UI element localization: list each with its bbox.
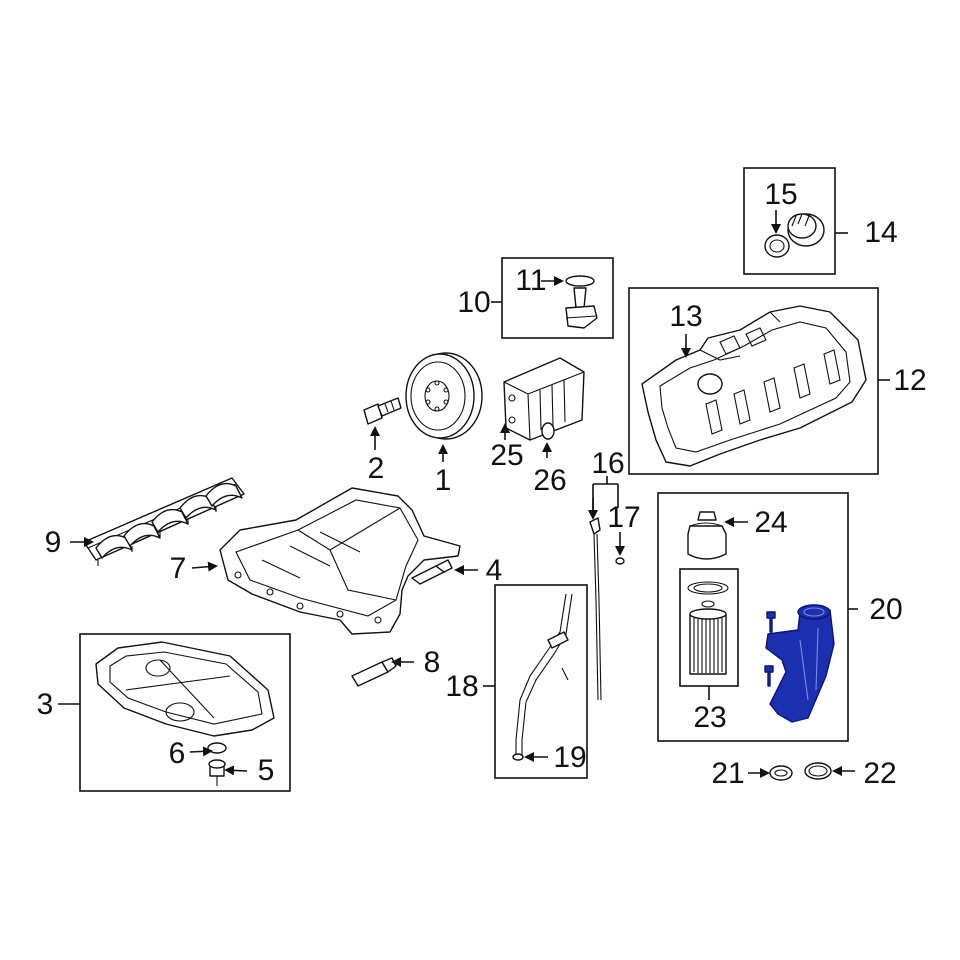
oil-filter-element-part [687,581,729,675]
callout-14: 14 [864,216,897,249]
callout-16: 16 [591,447,624,480]
callout-11: 11 [515,264,546,297]
group-box-12 [628,287,879,475]
callout-20: 20 [869,593,902,626]
group-box-20 [657,492,849,742]
oil-cooler-seal-part [541,422,555,440]
callout-5: 5 [258,754,275,787]
callout-24: 24 [754,506,787,539]
callout-17: 17 [607,501,640,534]
oil-cooler-part [503,357,585,441]
bearing-brace-part [83,477,245,566]
group-box-3 [79,633,291,792]
filter-housing-top-rim [797,604,831,620]
oil-level-sensor-part [565,275,598,329]
valve-cover-part [641,305,867,467]
callout-22: 22 [863,757,896,790]
lower-oil-pan-part [95,641,275,737]
dipstick-tube-part [515,593,573,756]
pulley-part [405,352,483,440]
group-box-14 [743,167,836,275]
filter-housing-bolt-lower [764,665,774,687]
pulley-bolt-part [363,397,402,425]
callout-7: 7 [170,552,187,585]
callout-12: 12 [893,364,926,397]
filter-housing-body [765,606,835,723]
callout-labels: 1 2 3 4 5 6 7 8 9 10 11 12 13 14 15 16 1… [37,178,927,790]
callout-1: 1 [435,464,452,497]
filter-housing-bolt-upper [766,611,776,633]
oil-filter-housing-part [764,604,835,723]
callout-9: 9 [45,526,62,559]
callout-6: 6 [169,737,186,770]
seal-22-part [804,762,832,780]
callout-23: 23 [693,701,726,734]
baffle-part [411,559,453,585]
dipstick-part [589,517,602,701]
callout-26: 26 [533,464,566,497]
callout-4: 4 [486,554,503,587]
callout-18: 18 [445,670,478,703]
upper-oil-pan-part [219,487,461,635]
seal-21-part [769,765,793,781]
group-box-10 [501,257,614,339]
callout-3: 3 [37,688,54,721]
callout-19: 19 [553,741,586,774]
oil-filter-cap-part [687,511,727,560]
callout-15: 15 [764,178,797,211]
callout-13: 13 [669,300,702,333]
callout-lines [58,210,890,778]
filler-cap-seal-part [764,234,790,258]
dipstick-seal-part [615,557,625,565]
callout-25: 25 [490,439,523,472]
callout-8: 8 [424,646,441,679]
callout-10: 10 [457,286,490,319]
callout-2: 2 [368,452,385,485]
group-box-18 [494,584,588,779]
oil-tube-part [351,657,397,687]
oil-filler-cap-part [787,213,825,247]
dipstick-tube-seal-part [512,753,524,761]
callout-21: 21 [711,757,744,790]
drain-plug-part [208,759,226,786]
